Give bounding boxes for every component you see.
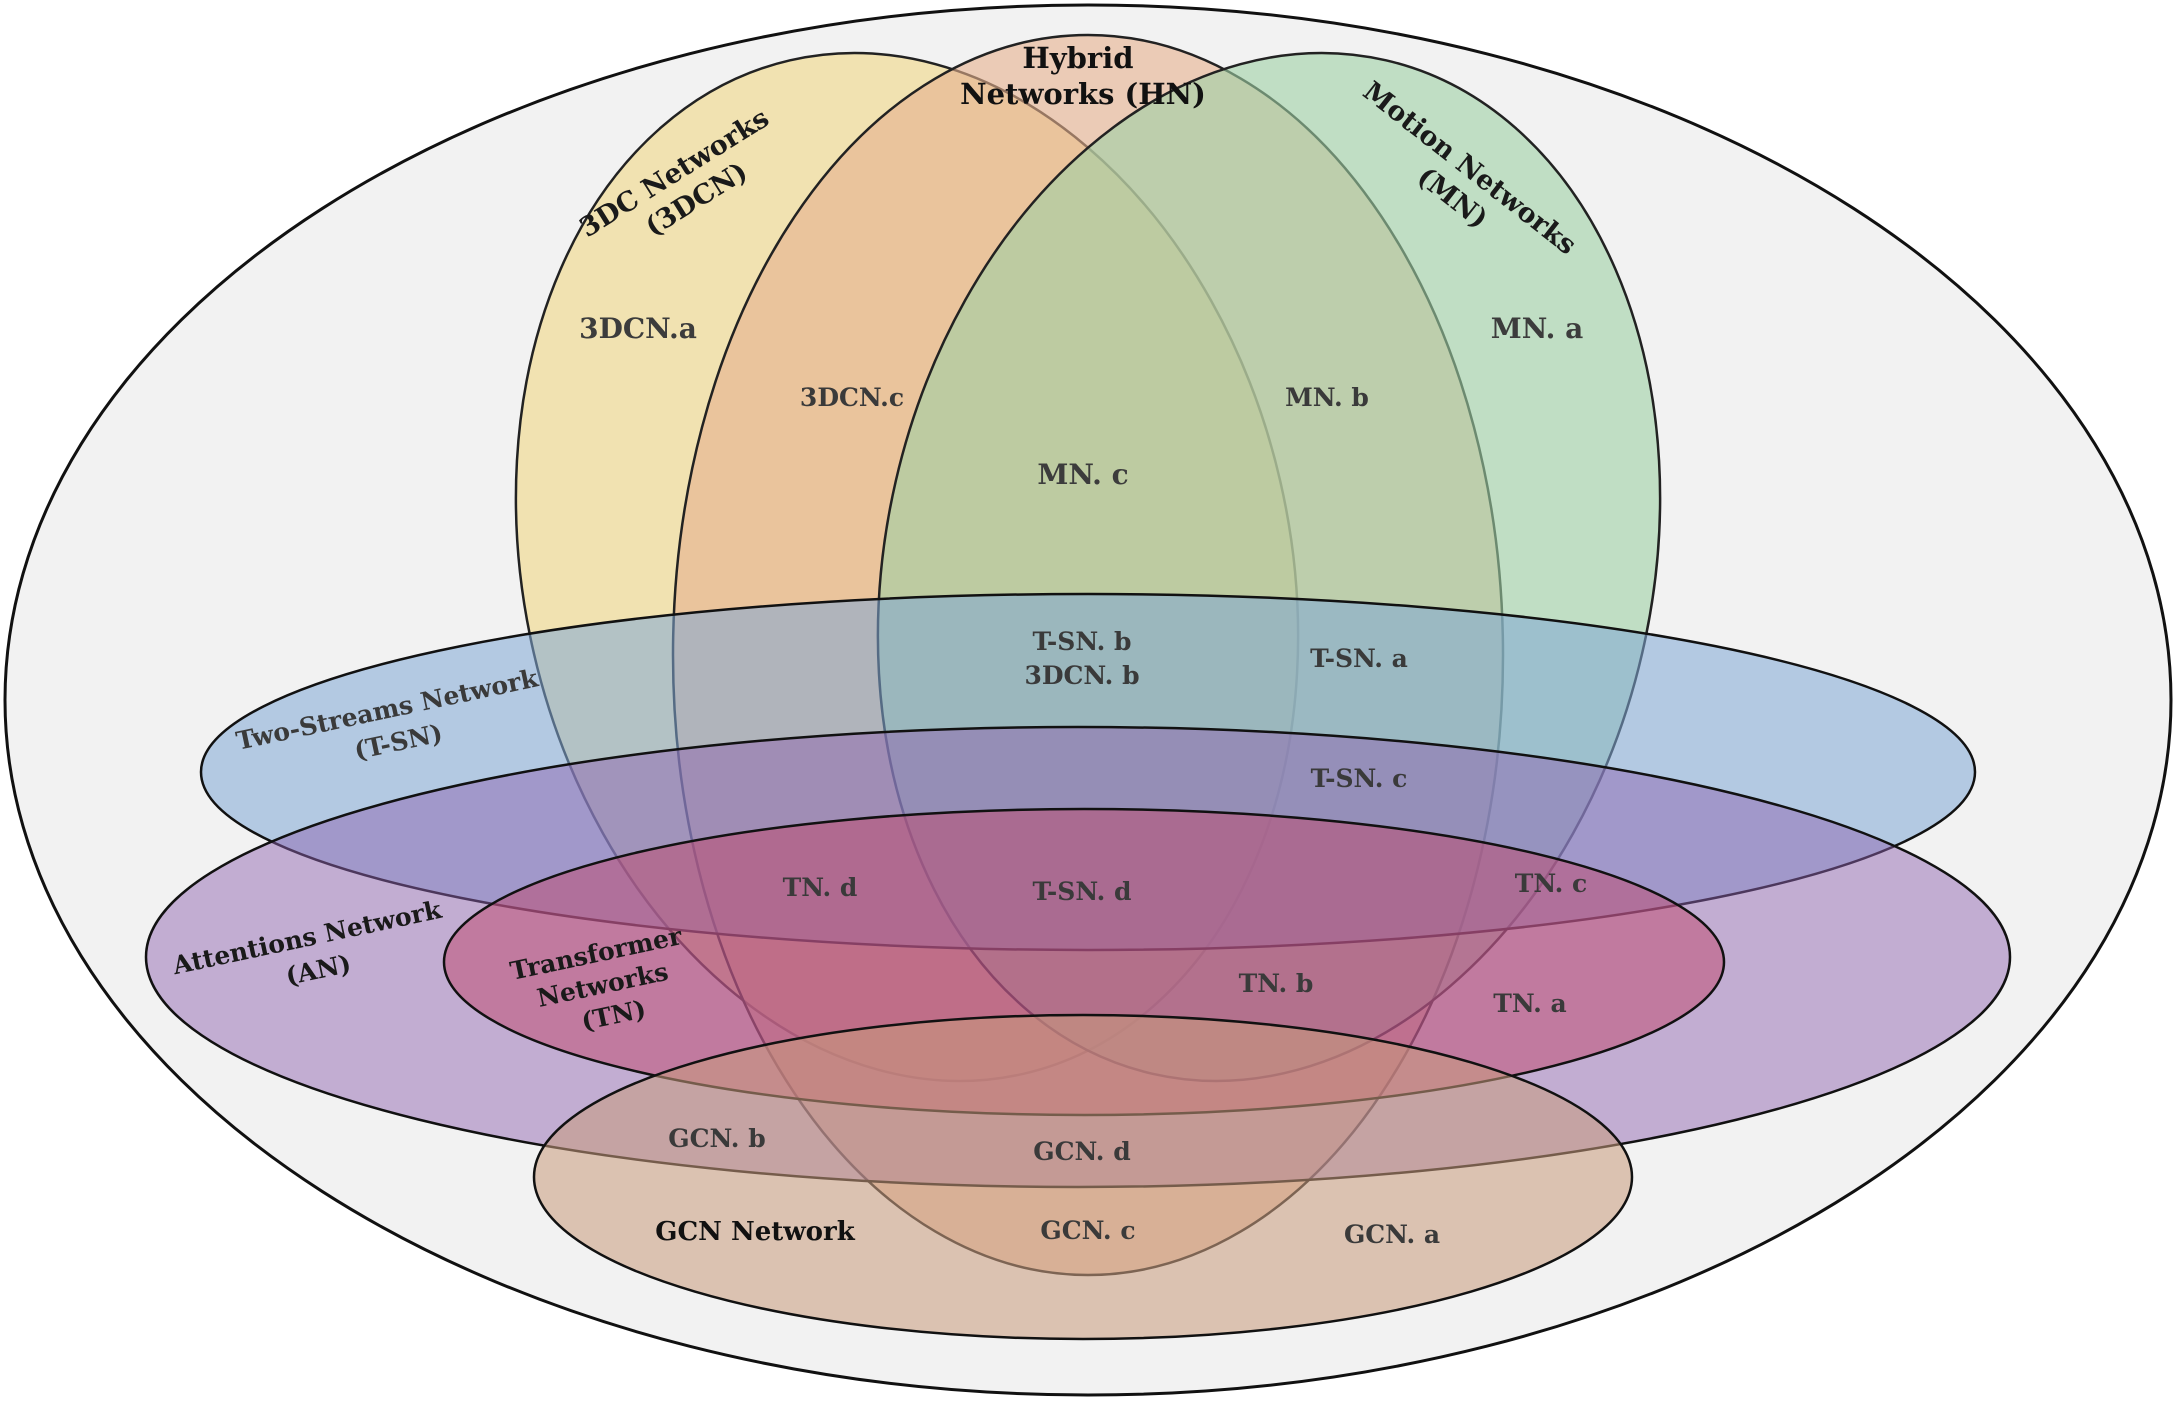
region-mn-a: MN. a (1491, 312, 1583, 345)
region-tn-c: TN. c (1515, 869, 1588, 898)
region-3dcn-c: 3DCN.c (800, 383, 904, 412)
region-3dcn-b: 3DCN. b (1024, 661, 1139, 690)
hybrid-title: Hybrid Networks (HN) (960, 41, 1206, 111)
region-tsn-a: T-SN. a (1310, 644, 1408, 673)
region-mn-c: MN. c (1037, 458, 1128, 491)
gcn-title: GCN Network (655, 1217, 855, 1247)
region-tsn-c: T-SN. c (1311, 764, 1408, 793)
region-gcn-c: GCN. c (1040, 1216, 1135, 1245)
region-gcn-b: GCN. b (668, 1124, 765, 1153)
region-3dcn-a: 3DCN.a (579, 312, 697, 345)
region-tsn-b: T-SN. b (1032, 627, 1131, 656)
region-tn-a: TN. a (1493, 989, 1566, 1018)
region-mn-b: MN. b (1285, 383, 1369, 412)
gcn-ellipse (532, 1013, 1634, 1341)
region-tsn-d: T-SN. d (1032, 877, 1131, 906)
region-gcn-d: GCN. d (1033, 1137, 1130, 1166)
region-tn-b: TN. b (1239, 969, 1314, 998)
region-gcn-a: GCN. a (1344, 1220, 1440, 1249)
region-tn-d: TN. d (783, 873, 858, 902)
